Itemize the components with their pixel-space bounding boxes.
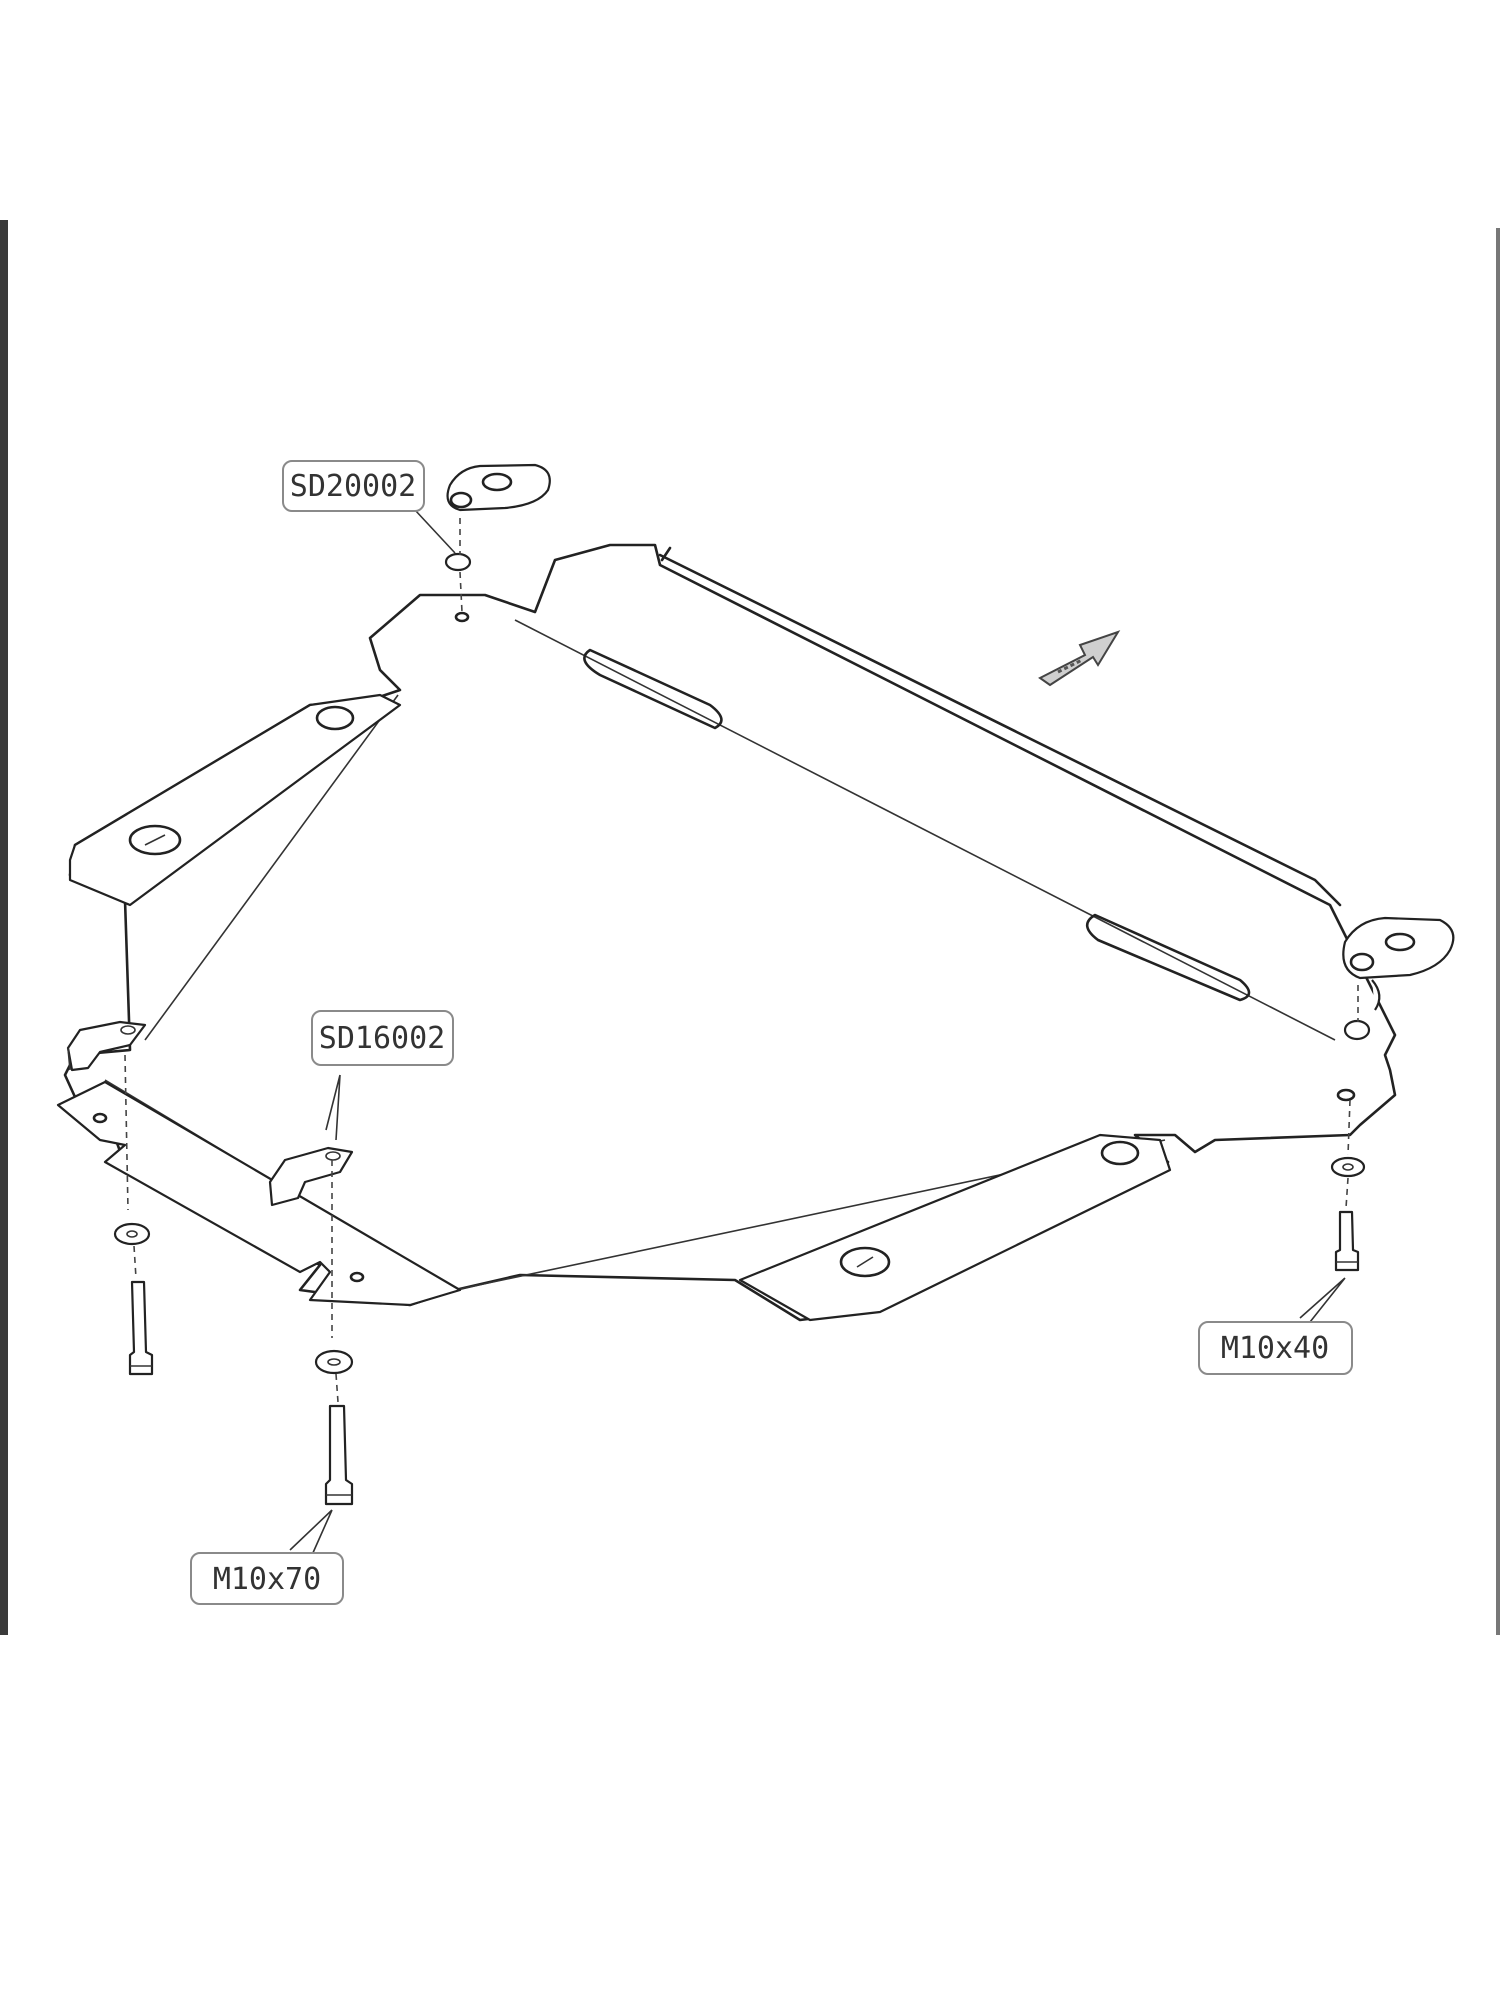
label-sd16002-text: SD16002 <box>319 1021 445 1056</box>
top-dash-2 <box>459 571 463 613</box>
label-m10x40-text: M10x40 <box>1221 1331 1329 1366</box>
right-dash-3 <box>1345 1177 1349 1209</box>
bracket-plate-right-nut <box>1349 952 1375 972</box>
center-dash-2 <box>335 1373 339 1403</box>
center-washer-hole <box>327 1358 341 1366</box>
slot-upper <box>583 648 723 730</box>
left-ear-rear-hole <box>315 705 355 731</box>
bracket-plate-right <box>1342 916 1455 980</box>
left-dash-1 <box>124 1054 129 1211</box>
center-washer <box>314 1349 354 1375</box>
left-dash-2 <box>133 1245 137 1279</box>
right-lower-washer <box>1330 1156 1366 1178</box>
left-washer-hole <box>126 1230 138 1238</box>
right-tab-hole <box>1336 1088 1356 1102</box>
top-washer <box>444 552 472 572</box>
bolt-left <box>128 1280 154 1376</box>
label-sd16002: SD16002 <box>311 1010 454 1066</box>
right-upper-washer <box>1343 1019 1371 1041</box>
slot-lower <box>1085 913 1251 1002</box>
right-ear-rear-hole <box>1100 1140 1140 1166</box>
fold-line-upper <box>514 619 1336 1041</box>
bolt-m10x70 <box>324 1404 354 1506</box>
bracket-plate-top <box>446 463 551 512</box>
right-lower-washer-hole <box>1342 1163 1354 1171</box>
right-ear-hole <box>839 1246 891 1278</box>
right-lower-ear <box>738 1133 1172 1322</box>
left-washer <box>113 1222 151 1246</box>
right-dash-2 <box>1347 1099 1351 1156</box>
fold-line-left <box>144 694 399 1041</box>
label-m10x40: M10x40 <box>1198 1321 1353 1375</box>
left-ear-slot <box>144 834 166 846</box>
leader-sd20002 <box>414 509 456 554</box>
bracket-plate-right-lip <box>1371 979 1381 1011</box>
left-mounting-ear <box>68 693 402 907</box>
l-bracket-left-edge <box>67 1047 71 1071</box>
left-border-rule <box>0 220 8 1635</box>
l-bracket-center-hole <box>325 1151 341 1161</box>
bracket-plate-right-hole <box>1384 932 1416 952</box>
l-bracket-left-hole <box>120 1025 136 1035</box>
label-m10x70-text: M10x70 <box>213 1562 321 1597</box>
direction-arrow-icon <box>1038 630 1121 687</box>
bracket-plate-top-nut <box>449 491 473 509</box>
leader-m10x40 <box>1299 1277 1346 1323</box>
label-sd20002: SD20002 <box>282 460 425 512</box>
front-flange-hole-left <box>92 1112 108 1124</box>
right-ear-slot <box>856 1256 874 1268</box>
label-sd20002-text: SD20002 <box>290 469 416 504</box>
leader-m10x70 <box>289 1509 333 1556</box>
upper-rib <box>658 553 1342 907</box>
bolt-m10x40 <box>1334 1210 1360 1272</box>
front-flange-hole-right <box>349 1271 365 1283</box>
left-ear-hole <box>128 824 182 856</box>
bracket-plate-top-hole <box>481 472 513 492</box>
upper-rib-top <box>660 546 672 562</box>
leader-sd16002 <box>325 1074 341 1141</box>
front-flange <box>56 1080 462 1307</box>
label-m10x70: M10x70 <box>190 1552 344 1605</box>
top-tab-hole <box>454 611 470 623</box>
right-border-rule <box>1496 228 1500 1635</box>
